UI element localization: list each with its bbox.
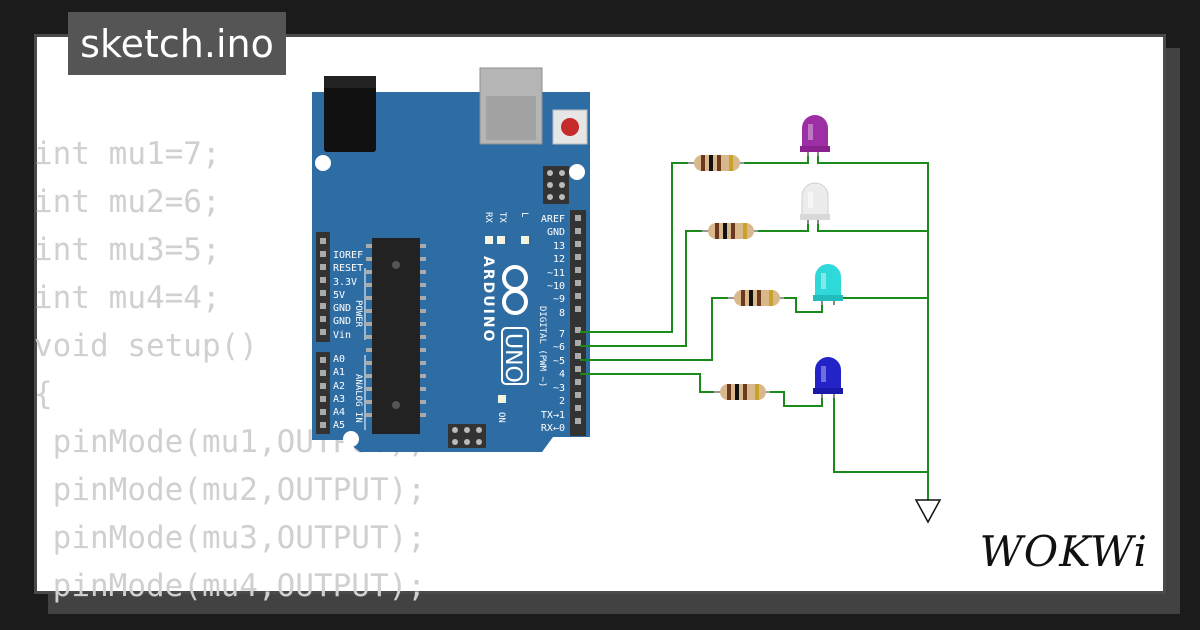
pin-label: ~3 <box>553 383 565 394</box>
pin-label: 7 <box>559 329 565 340</box>
wire-pin4[interactable] <box>580 373 716 393</box>
l-led <box>521 236 529 244</box>
pin-label: A2 <box>333 381 345 392</box>
pin-label: Vin <box>333 330 351 341</box>
on-led <box>498 395 506 403</box>
pin-label: 2 <box>559 396 565 407</box>
ground-symbol <box>914 499 942 524</box>
pin-label: A1 <box>333 367 345 378</box>
led-white[interactable] <box>800 182 830 224</box>
analog-header <box>316 352 330 434</box>
power-section-label: POWER <box>353 300 363 328</box>
led-blue[interactable] <box>813 357 843 398</box>
arduino-uno-board[interactable]: IOREF RESET 3.3V 5V GND GND Vin A0 A1 A2… <box>312 67 590 452</box>
uno-badge <box>501 327 529 385</box>
mounting-hole <box>569 164 585 180</box>
digital-section-label: DIGITAL (PWM ~) <box>537 306 547 387</box>
pin-label: RESET <box>333 263 363 274</box>
icsp-header <box>543 166 569 204</box>
resistor[interactable] <box>714 384 770 400</box>
pin-label: GND <box>333 303 351 314</box>
code-line: int mu1=7; <box>34 136 221 172</box>
code-line: pinMode(mu2,OUTPUT); <box>34 472 426 508</box>
arduino-brand-label: ARDUINO <box>480 256 496 343</box>
resistor[interactable] <box>702 223 758 239</box>
wires <box>580 155 929 500</box>
pin-label: 13 <box>553 241 565 252</box>
pin-label: 3.3V <box>333 277 357 288</box>
pin-label: A4 <box>333 407 345 418</box>
icsp-header-bottom <box>448 424 486 448</box>
led-purple[interactable] <box>800 115 830 156</box>
mounting-hole <box>315 155 331 171</box>
pin-label: TX→1 <box>541 410 565 421</box>
power-jack <box>324 76 376 152</box>
code-line: int mu3=5; <box>34 232 221 268</box>
preview-card <box>34 34 1166 594</box>
code-line: int mu2=6; <box>34 184 221 220</box>
sketch-filename-tab[interactable]: sketch.ino <box>68 12 286 75</box>
resistor[interactable] <box>688 155 744 171</box>
code-line: void setup() <box>34 328 258 364</box>
pin-label: IOREF <box>333 250 363 261</box>
code-line: pinMode(mu4,OUTPUT); <box>34 568 426 604</box>
analog-section-label: ANALOG IN <box>353 374 363 423</box>
arduino-logo: ARDUINO <box>480 256 528 343</box>
wokwi-logo: WOKWi <box>979 527 1148 576</box>
pin-label: ~6 <box>553 342 565 353</box>
pin-label: ~5 <box>553 356 565 367</box>
pin-label: GND <box>547 227 565 238</box>
led-cyan[interactable] <box>813 264 843 305</box>
mounting-hole <box>343 431 359 447</box>
pin-label: 5V <box>333 290 345 301</box>
pin-label: 4 <box>559 369 565 380</box>
code-line: { <box>34 376 53 412</box>
atmega-chip <box>366 238 426 434</box>
pin-label: GND <box>333 316 351 327</box>
pin-label: ~9 <box>553 294 565 305</box>
pin-label: 8 <box>559 308 565 319</box>
power-header <box>316 232 330 342</box>
code-line: pinMode(mu3,OUTPUT); <box>34 520 426 556</box>
digital-header <box>570 210 586 436</box>
pin-label: 12 <box>553 254 565 265</box>
wire-pin7[interactable] <box>580 162 690 333</box>
pin-label: A5 <box>333 420 345 431</box>
pin-label: ~11 <box>547 268 565 279</box>
pin-label: RX←0 <box>541 423 565 434</box>
rx-label: RX <box>483 212 493 223</box>
pin-label: A3 <box>333 394 345 405</box>
tx-label: TX <box>497 212 507 223</box>
pin-label: AREF <box>541 214 565 225</box>
l-label: L <box>519 212 529 217</box>
wire-pin5[interactable] <box>580 297 730 361</box>
pin-label: A0 <box>333 354 345 365</box>
code-line: int mu4=4; <box>34 280 221 316</box>
wire-pin6[interactable] <box>580 230 704 347</box>
tx-led <box>497 236 505 244</box>
uno-label: UNO <box>500 333 525 383</box>
pin-label: ~10 <box>547 281 565 292</box>
on-label: ON <box>496 412 506 423</box>
ground-wire[interactable] <box>817 155 929 500</box>
code-editor[interactable]: int mu1=7; int mu2=6; int mu3=5; int mu4=4;… <box>34 130 426 610</box>
rx-led <box>485 236 493 244</box>
resistor[interactable] <box>728 290 784 306</box>
